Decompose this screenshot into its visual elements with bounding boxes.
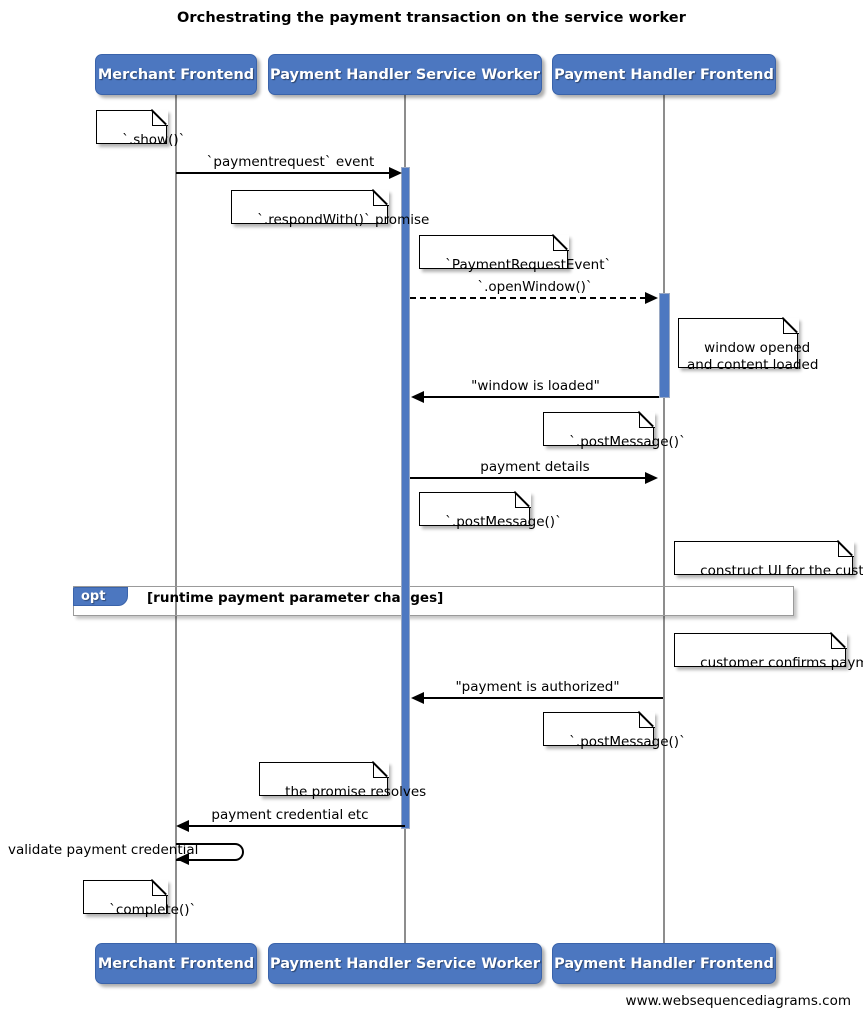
participant-payment-handler-service-worker-top[interactable]: Payment Handler Service Worker xyxy=(268,54,542,95)
note-the-promise-resolves: the promise resolves xyxy=(259,761,426,800)
note-text: `.postMessage()` xyxy=(569,434,686,450)
note-fold-icon xyxy=(151,879,168,896)
note-paymentrequestevent: `PaymentRequestEvent` xyxy=(419,234,611,273)
note-text: `.show()` xyxy=(122,132,186,148)
message-line-paymentrequest-event xyxy=(176,172,392,174)
message-label-paymentrequest-event: `paymentrequest` event xyxy=(206,154,375,170)
note-postmessage-authorized: `.postMessage()` xyxy=(543,711,686,750)
note-text: window opened and content loaded xyxy=(687,340,819,373)
footer-watermark: www.websequencediagrams.com xyxy=(625,993,851,1009)
note-fold-icon xyxy=(372,761,389,778)
message-line-payment-is-authorized xyxy=(424,697,663,699)
note-text: `.postMessage()` xyxy=(569,734,686,750)
message-label-openwindow: `.openWindow()` xyxy=(477,279,593,295)
note-fold-icon xyxy=(782,317,799,334)
note-text: `.respondWith()` promise xyxy=(257,212,430,228)
note-fold-icon xyxy=(830,632,847,649)
participant-payment-handler-frontend-top[interactable]: Payment Handler Frontend xyxy=(552,54,776,95)
message-label-payment-is-authorized: "payment is authorized" xyxy=(455,679,620,695)
message-line-window-is-loaded xyxy=(424,396,659,398)
participant-label: Payment Handler Service Worker xyxy=(269,955,541,972)
message-arrowhead-payment-is-authorized xyxy=(411,692,424,704)
message-line-payment-details xyxy=(410,477,646,479)
note-fold-icon xyxy=(638,411,655,428)
note-fold-icon xyxy=(514,491,531,508)
self-message-arrowhead-validate-payment-credential xyxy=(176,853,189,865)
note-complete: `complete()` xyxy=(83,879,196,918)
note-window-opened-and-content-loaded: window opened and content loaded xyxy=(678,317,818,373)
message-label-payment-credential-etc: payment credential etc xyxy=(211,807,369,823)
note-postmessage-sw-to-frontend: `.postMessage()` xyxy=(419,491,562,530)
message-arrowhead-payment-credential-etc xyxy=(176,820,189,832)
message-arrowhead-openwindow xyxy=(645,292,658,304)
participant-label: Merchant Frontend xyxy=(97,955,255,972)
participant-merchant-frontend-bottom[interactable]: Merchant Frontend xyxy=(95,943,257,984)
self-message-loop-validate-payment-credential xyxy=(176,843,244,861)
fragment-opt-condition: [runtime payment parameter changes] xyxy=(147,590,444,606)
participant-merchant-frontend-top[interactable]: Merchant Frontend xyxy=(95,54,257,95)
note-text: the promise resolves xyxy=(285,784,427,800)
note-text: `PaymentRequestEvent` xyxy=(445,257,612,273)
participant-payment-handler-service-worker-bottom[interactable]: Payment Handler Service Worker xyxy=(268,943,542,984)
message-arrowhead-payment-details xyxy=(645,472,658,484)
note-text: `complete()` xyxy=(109,902,197,918)
fragment-tag-label: opt xyxy=(81,589,106,604)
message-arrowhead-window-is-loaded xyxy=(411,391,424,403)
activation-frontend xyxy=(659,293,670,398)
lifeline-frontend xyxy=(663,95,665,943)
participant-label: Merchant Frontend xyxy=(97,66,255,83)
note-respondwith-promise: `.respondWith()` promise xyxy=(231,189,429,228)
message-label-validate-payment-credential: validate payment credential xyxy=(8,842,199,858)
participant-label: Payment Handler Service Worker xyxy=(269,66,541,83)
note-fold-icon xyxy=(837,540,854,557)
note-fold-icon xyxy=(151,109,168,126)
page-title: Orchestrating the payment transaction on… xyxy=(177,10,686,26)
message-label-window-is-loaded: "window is loaded" xyxy=(471,378,600,394)
note-construct-ui-for-the-customer: construct UI for the customer xyxy=(674,540,863,579)
lifeline-merchant xyxy=(175,95,177,943)
note-show: `.show()` xyxy=(96,109,185,148)
participant-payment-handler-frontend-bottom[interactable]: Payment Handler Frontend xyxy=(552,943,776,984)
note-fold-icon xyxy=(372,189,389,206)
participant-label: Payment Handler Frontend xyxy=(554,66,774,83)
note-fold-icon xyxy=(638,711,655,728)
note-text: `.postMessage()` xyxy=(445,514,562,530)
note-text: construct UI for the customer xyxy=(700,563,863,579)
participant-label: Payment Handler Frontend xyxy=(554,955,774,972)
note-postmessage-sw-from-frontend: `.postMessage()` xyxy=(543,411,686,450)
message-line-openwindow xyxy=(410,297,646,299)
message-arrowhead-paymentrequest-event xyxy=(389,167,402,179)
activation-service-worker xyxy=(401,167,410,829)
message-label-payment-details: payment details xyxy=(480,459,590,475)
fragment-opt-tag: opt xyxy=(73,587,128,606)
note-customer-confirms-payment: customer confirms payment xyxy=(674,632,863,671)
note-text: customer confirms payment xyxy=(700,655,863,671)
note-fold-icon xyxy=(552,234,569,251)
message-line-payment-credential-etc xyxy=(189,825,405,827)
